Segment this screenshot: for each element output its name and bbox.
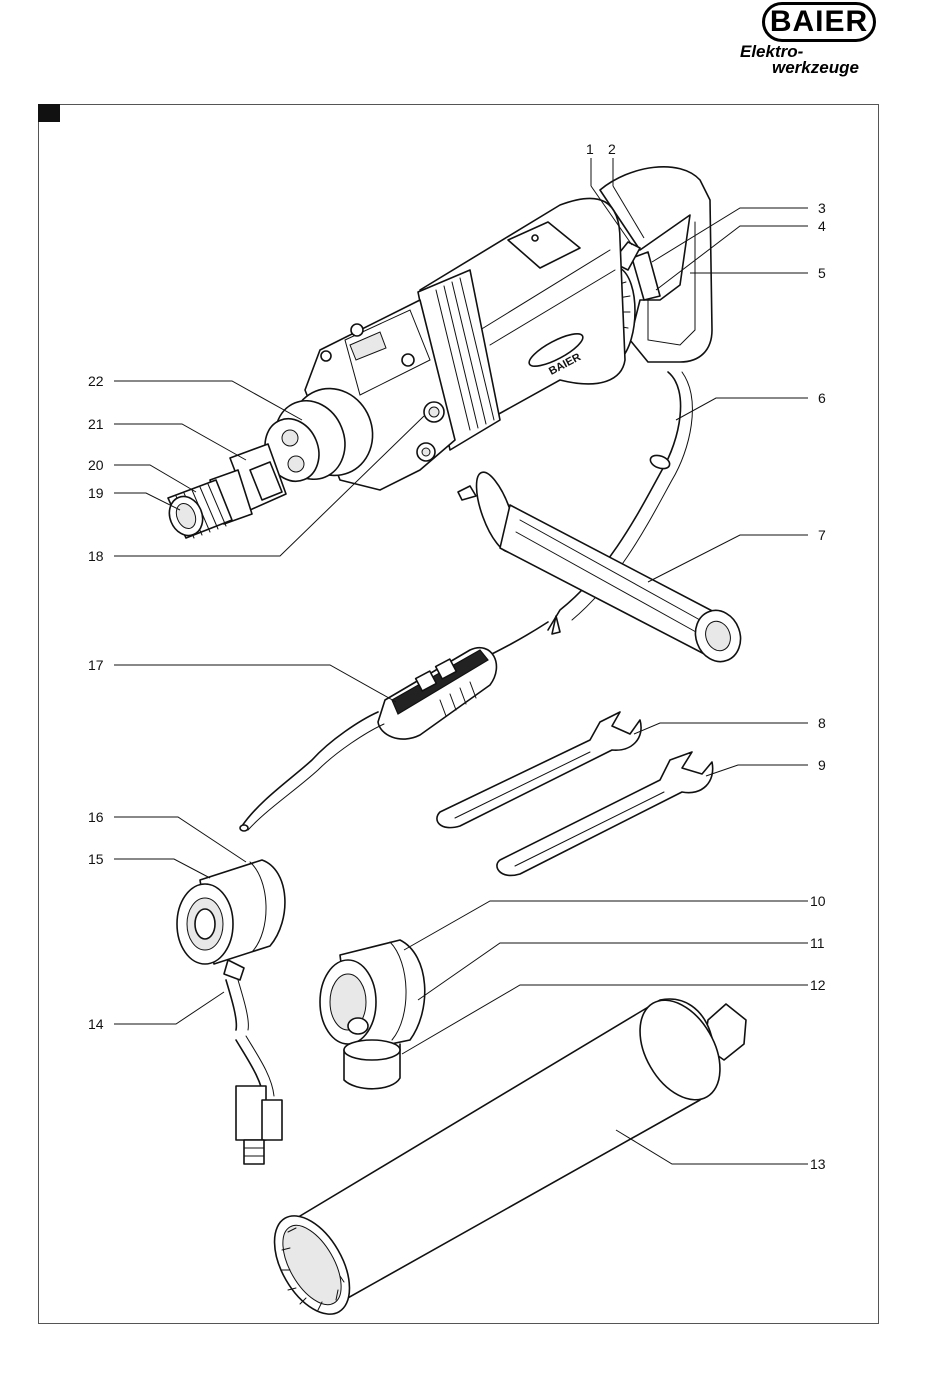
callout-21: 21 — [88, 416, 104, 432]
callout-12: 12 — [810, 977, 826, 993]
callout-11: 11 — [810, 935, 825, 951]
callout-7: 7 — [818, 527, 826, 543]
callout-22: 22 — [88, 373, 104, 389]
callout-14: 14 — [88, 1016, 104, 1032]
callout-3: 3 — [818, 200, 826, 216]
water-collector-large-illustration — [320, 940, 425, 1089]
callout-5: 5 — [818, 265, 826, 281]
callout-18: 18 — [88, 548, 104, 564]
callout-9: 9 — [818, 757, 826, 773]
callout-6: 6 — [818, 390, 826, 406]
callout-15: 15 — [88, 851, 104, 867]
callout-4: 4 — [818, 218, 826, 234]
drill-motor-illustration: BAIER — [164, 167, 712, 630]
callout-16: 16 — [88, 809, 104, 825]
callout-10: 10 — [810, 893, 826, 909]
callout-2: 2 — [608, 141, 616, 157]
wrenches-illustration — [437, 712, 713, 875]
callout-20: 20 — [88, 457, 104, 473]
callout-13: 13 — [810, 1156, 826, 1172]
callout-8: 8 — [818, 715, 826, 731]
side-handle-illustration — [458, 468, 748, 668]
callout-19: 19 — [88, 485, 104, 501]
callout-1: 1 — [586, 141, 594, 157]
callout-17: 17 — [88, 657, 104, 673]
